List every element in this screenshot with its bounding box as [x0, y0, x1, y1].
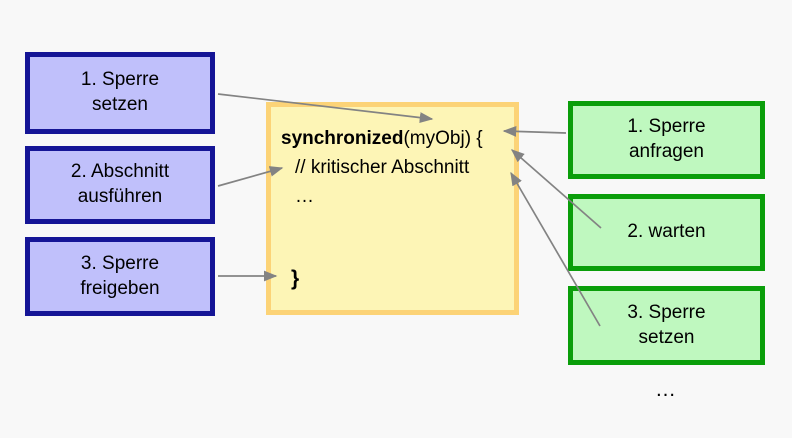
right-box-1-line2: anfragen [628, 141, 704, 162]
right-box-3-line1: 3. Sperre [627, 301, 706, 323]
right-column-ellipsis: … [655, 378, 678, 401]
code-closing-brace: } [291, 267, 300, 290]
right-box-1-line1: 1. Sperre [627, 116, 706, 138]
right-box-2-line1: 2. warten [627, 221, 706, 243]
code-text: synchronized(myObj) { // kritischer Absc… [281, 125, 519, 212]
right-box-2[interactable]: 2. warten [568, 194, 765, 271]
code-line-signature: synchronized(myObj) { [281, 125, 519, 154]
right-box-3-line2: setzen [638, 326, 695, 348]
code-line-comment: // kritischer Abschnitt [295, 156, 470, 178]
code-line-ellipsis: … [295, 185, 314, 207]
left-box-2-line2: ausführen [77, 186, 163, 207]
code-keyword: synchronized [281, 128, 404, 149]
left-box-1-line2: setzen [92, 94, 148, 115]
code-signature: (myObj) { [403, 128, 483, 149]
left-box-3-line2: freigeben [80, 277, 160, 299]
code-box[interactable]: synchronized(myObj) { // kritischer Absc… [266, 102, 519, 315]
left-box-2-line1: 2. Abschnitt [70, 161, 170, 183]
left-box-2[interactable]: 2. Abschnitt ausführen [25, 146, 215, 224]
left-box-1-line1: 1. Sperre [80, 69, 160, 91]
left-box-1[interactable]: 1. Sperre setzen [25, 52, 215, 134]
right-box-3[interactable]: 3. Sperre setzen [568, 286, 765, 365]
right-box-1[interactable]: 1. Sperre anfragen [568, 101, 765, 179]
left-box-3[interactable]: 3. Sperre freigeben [25, 237, 215, 316]
left-box-3-line1: 3. Sperre [80, 252, 160, 274]
